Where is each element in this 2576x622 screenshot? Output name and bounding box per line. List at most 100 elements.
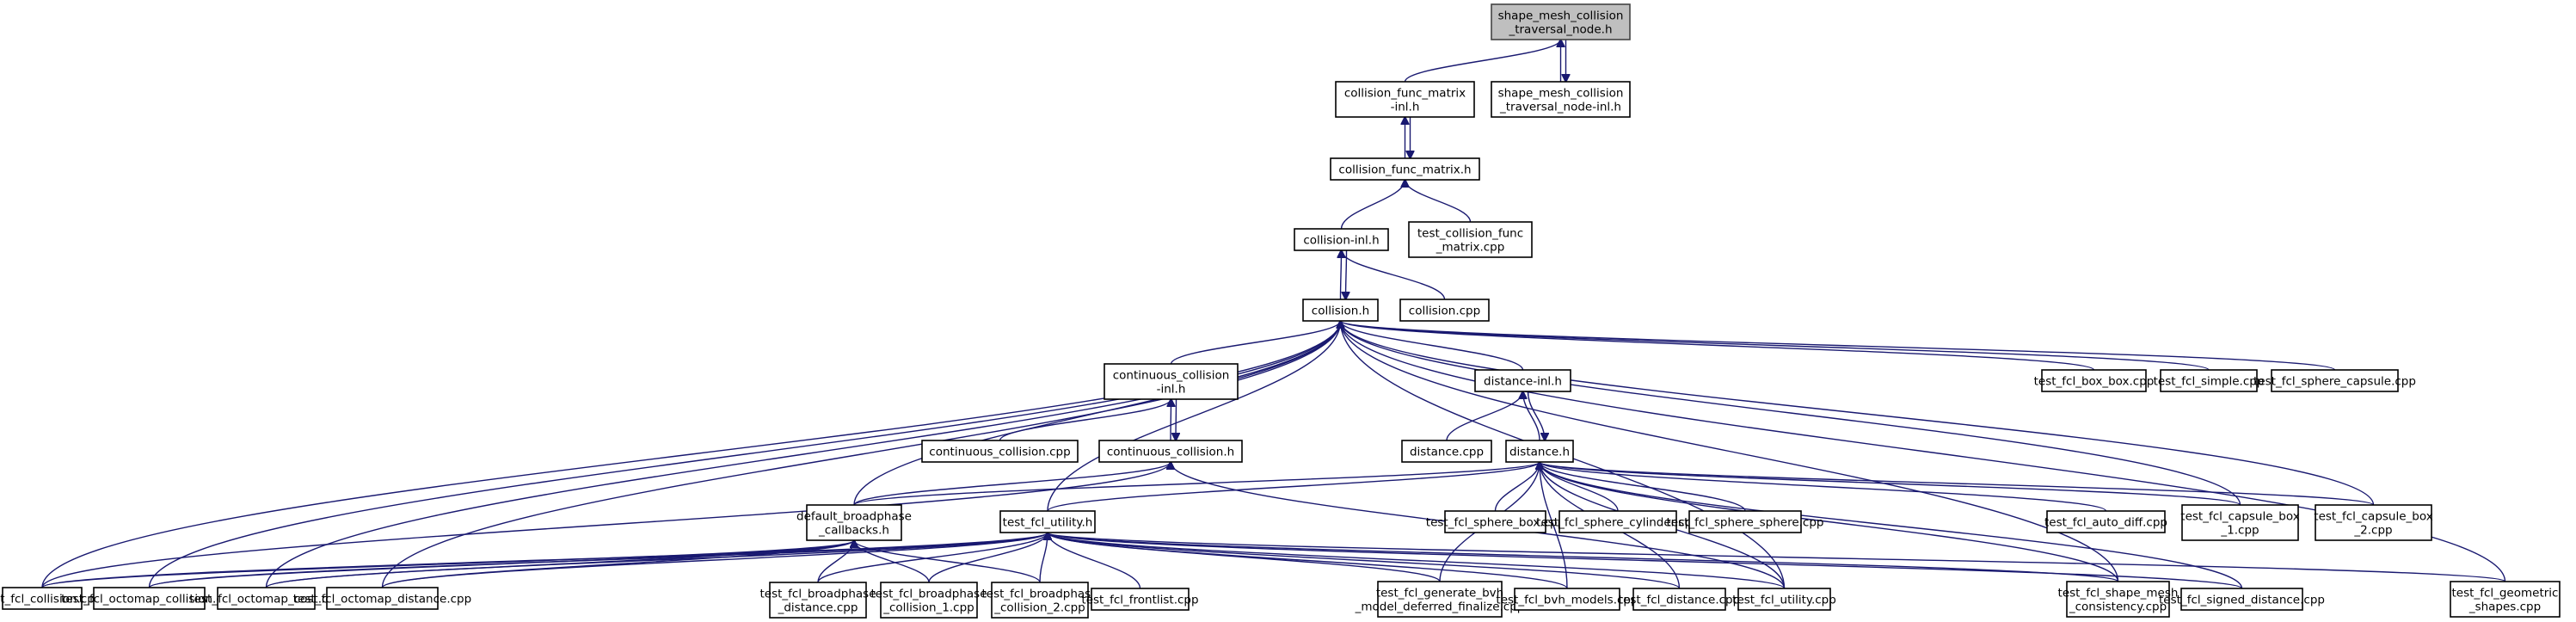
node-box[interactable] xyxy=(1330,157,1480,181)
node-t-simple[interactable]: test_fcl_simple.cpp xyxy=(2154,369,2265,392)
node-coll-h[interactable]: collision.h xyxy=(1302,299,1379,322)
node-t-distance[interactable]: test_fcl_distance.cpp xyxy=(1619,588,1740,611)
node-t-bpdist[interactable]: test_fcl_broadphase_distance.cpp xyxy=(759,582,876,619)
node-box[interactable] xyxy=(769,582,867,619)
node-box[interactable] xyxy=(806,504,902,541)
node-box[interactable] xyxy=(1335,81,1475,118)
node-label: _consistency.cpp xyxy=(2069,600,2167,614)
node-box[interactable] xyxy=(921,440,1079,463)
node-label: _collision_1.cpp xyxy=(882,601,974,615)
node-dist-h[interactable]: distance.h xyxy=(1505,440,1574,463)
node-coll-cpp[interactable]: collision.cpp xyxy=(1399,299,1490,322)
edge-t_sphcap-to-coll_h xyxy=(1341,321,2336,371)
node-box[interactable] xyxy=(1098,440,1243,463)
node-box[interactable] xyxy=(2046,510,2166,533)
node-t-octdist[interactable]: test_fcl_octomap_distance.cpp xyxy=(293,587,471,610)
node-cfm-inl[interactable]: collision_func_matrix-inl.h xyxy=(1335,81,1475,118)
nodes-layer: shape_mesh_collision_traversal_node.hcol… xyxy=(0,3,2561,619)
node-t-smcons[interactable]: test_fcl_shape_mesh_consistency.cpp xyxy=(2058,581,2179,618)
edge-t_frontlist-to-util_h xyxy=(1048,533,1141,589)
node-box[interactable] xyxy=(1737,588,1831,611)
node-box[interactable] xyxy=(1399,299,1490,322)
node-box[interactable] xyxy=(880,582,978,619)
node-box[interactable] xyxy=(1444,510,1546,533)
node-box[interactable] xyxy=(2,587,83,610)
edge-t_distance-to-util_h xyxy=(1048,533,1681,589)
node-t-bpcoll1[interactable]: test_fcl_broadphase_collision_1.cpp xyxy=(870,582,987,619)
node-box[interactable] xyxy=(1559,510,1677,533)
node-t-sphbox[interactable]: test_fcl_sphere_box.cpp xyxy=(1426,510,1565,533)
node-box[interactable] xyxy=(1491,81,1631,118)
node-cfm-h[interactable]: collision_func_matrix.h xyxy=(1330,157,1480,181)
node-box[interactable] xyxy=(1474,369,1571,392)
node-box[interactable] xyxy=(93,587,206,610)
node-box[interactable] xyxy=(999,510,1096,533)
node-cc-cpp[interactable]: continuous_collision.cpp xyxy=(921,440,1079,463)
edge-dist_inl-to-dist_h xyxy=(1527,391,1546,440)
node-box[interactable] xyxy=(1302,299,1379,322)
node-box[interactable] xyxy=(1688,510,1802,533)
edge-line xyxy=(41,462,1171,588)
node-dist-cpp[interactable]: distance.cpp xyxy=(1401,440,1492,463)
node-box[interactable] xyxy=(1401,440,1492,463)
edge-line xyxy=(265,533,1048,588)
node-box[interactable] xyxy=(2181,504,2299,541)
node-t-sphsph[interactable]: test_fcl_sphere_sphere.cpp xyxy=(1666,510,1824,533)
node-label: test_fcl_utility.h xyxy=(1003,516,1093,530)
node-box[interactable] xyxy=(1505,440,1574,463)
edge-dbc_h-to-cc_h xyxy=(853,462,1171,506)
node-t-geoshapes[interactable]: test_fcl_geometric_shapes.cpp xyxy=(2450,581,2561,618)
node-box[interactable] xyxy=(326,587,439,610)
node-t-autodiff[interactable]: test_fcl_auto_diff.cpp xyxy=(2044,510,2167,533)
node-test-cfm[interactable]: test_collision_func_matrix.cpp xyxy=(1408,221,1533,258)
node-dist-inl[interactable]: distance-inl.h xyxy=(1474,369,1571,392)
edge-line xyxy=(1048,533,2119,582)
node-t-octcoll[interactable]: test_fcl_octomap_collision.cpp xyxy=(61,587,237,610)
node-t-utilcpp[interactable]: test_fcl_utility.cpp xyxy=(1732,588,1836,611)
node-box[interactable] xyxy=(2315,504,2432,541)
edge-line xyxy=(1341,321,2095,371)
node-box[interactable] xyxy=(2271,369,2399,392)
node-t-genbvh[interactable]: test_fcl_generate_bvh_model_deferred_fin… xyxy=(1355,581,1525,618)
node-t-capbox1[interactable]: test_fcl_capsule_box_1.cpp xyxy=(2180,504,2300,541)
node-cc-inl[interactable]: continuous_collision-inl.h xyxy=(1104,363,1239,400)
node-box[interactable] xyxy=(2450,581,2561,618)
node-label: default_broadphase xyxy=(796,510,912,524)
node-smctn-inl[interactable]: shape_mesh_collision_traversal_node-inl.… xyxy=(1491,81,1631,118)
node-t-capbox2[interactable]: test_fcl_capsule_box_2.cpp xyxy=(2314,504,2433,541)
edge-t_octdist-to-util_h xyxy=(381,533,1048,588)
node-cc-h[interactable]: continuous_collision.h xyxy=(1098,440,1243,463)
node-t-boxbox[interactable]: test_fcl_box_box.cpp xyxy=(2034,369,2155,392)
node-box[interactable] xyxy=(1377,581,1503,618)
node-t-octcost[interactable]: test_fcl_octomap_cost.cpp xyxy=(189,587,343,610)
node-t-signdist[interactable]: test_fcl_signed_distance.cpp xyxy=(2159,588,2325,611)
node-t-sphcap[interactable]: test_fcl_sphere_capsule.cpp xyxy=(2253,369,2416,392)
node-t-bvhmodels[interactable]: test_fcl_bvh_models.cpp xyxy=(1496,588,1638,611)
node-label: test_fcl_shape_mesh xyxy=(2058,587,2179,600)
node-box[interactable] xyxy=(1408,221,1533,258)
node-t-bpcoll2[interactable]: test_fcl_broadphase_collision_2.cpp xyxy=(981,582,1098,619)
node-box[interactable] xyxy=(2180,588,2303,611)
node-coll-inl[interactable]: collision-inl.h xyxy=(1294,228,1389,251)
node-box[interactable] xyxy=(1091,588,1190,611)
edge-line xyxy=(381,321,1341,588)
node-box[interactable] xyxy=(1104,363,1239,400)
node-t-frontlist[interactable]: test_fcl_frontlist.cpp xyxy=(1081,588,1199,611)
node-t-sphcyl[interactable]: test_fcl_sphere_cylinder.cpp xyxy=(1536,510,1700,533)
node-label: test_fcl_sphere_cylinder.cpp xyxy=(1536,516,1700,530)
node-box[interactable] xyxy=(217,587,316,610)
node-t-coll[interactable]: test_fcl_collision.cpp xyxy=(0,587,101,610)
node-util-h[interactable]: test_fcl_utility.h xyxy=(999,510,1096,533)
node-box[interactable] xyxy=(2066,581,2170,618)
node-box[interactable] xyxy=(1294,228,1389,251)
edge-t_octdist-to-coll_h xyxy=(381,321,1341,588)
node-dbc-h[interactable]: default_broadphase_callbacks.h xyxy=(796,504,912,541)
node-box[interactable] xyxy=(1632,588,1726,611)
node-box[interactable] xyxy=(2041,369,2147,392)
edge-t_geoshapes-to-coll_h xyxy=(1341,321,2506,582)
edge-line xyxy=(853,462,1540,506)
node-box[interactable] xyxy=(991,582,1089,619)
node-box[interactable] xyxy=(1514,588,1620,611)
node-box[interactable] xyxy=(2160,369,2258,392)
